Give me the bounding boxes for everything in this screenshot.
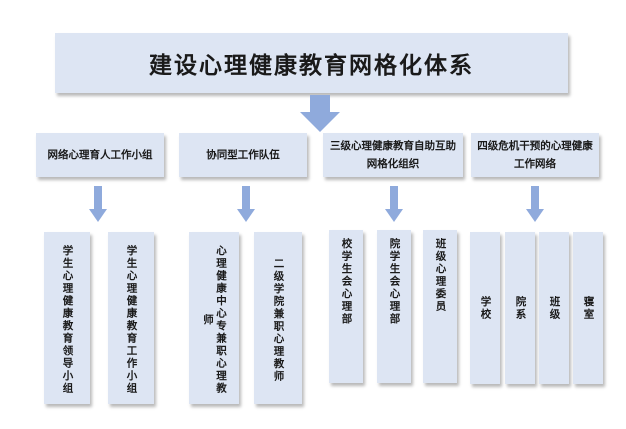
leaf-label-4-3: 班级 <box>548 295 561 321</box>
leaf-label-4-2: 院系 <box>514 295 527 321</box>
leaf-box-2-1: 心理健康中心专兼职心理教师 <box>189 232 239 404</box>
leaf-box-1-1: 学生心理健康教育领导小组 <box>44 232 90 404</box>
leaf-label-3-2: 院学生会心理部 <box>388 238 401 326</box>
leaf-box-3-1: 校学生会心理部 <box>329 230 363 383</box>
category-label-1: 网络心理育人工作小组 <box>47 149 153 161</box>
leaf-box-3-3: 班级心理委员 <box>423 230 457 383</box>
category-arrow-1 <box>89 186 107 222</box>
leaf-box-4-2: 院系 <box>505 232 535 384</box>
leaf-label-2-2: 二级学院兼职心理教师 <box>272 257 285 383</box>
leaf-label-3-1: 校学生会心理部 <box>340 238 353 326</box>
leaf-label-3-3: 班级心理委员 <box>434 238 447 313</box>
category-arrow-3 <box>385 186 403 222</box>
category-box-1: 网络心理育人工作小组 <box>36 133 164 177</box>
leaf-label-4-1: 学校 <box>479 295 492 321</box>
diagram-title-box: 建设心理健康教育网格化体系 <box>55 33 568 93</box>
leaf-label-1-2: 学生心理健康教育工作小组 <box>125 245 138 395</box>
category-arrow-4 <box>526 186 544 222</box>
category-box-3: 三级心理健康教育自助互助网格化组织 <box>323 133 463 177</box>
main-down-arrow <box>300 95 340 135</box>
leaf-label-2-1: 心理健康中心专兼职心理教师 <box>202 245 227 395</box>
category-label-3: 三级心理健康教育自助互助网格化组织 <box>330 140 456 170</box>
category-arrow-2 <box>237 186 255 222</box>
leaf-box-2-2: 二级学院兼职心理教师 <box>254 232 302 404</box>
leaf-label-4-4: 寝室 <box>582 295 595 321</box>
leaf-box-4-1: 学校 <box>470 232 500 384</box>
leaf-box-4-3: 班级 <box>539 232 569 384</box>
category-label-2: 协同型工作队伍 <box>206 149 280 161</box>
category-box-4: 四级危机干预的心理健康工作网络 <box>471 133 599 177</box>
category-box-2: 协同型工作队伍 <box>179 133 307 177</box>
leaf-label-1-1: 学生心理健康教育领导小组 <box>61 245 74 395</box>
diagram-title: 建设心理健康教育网格化体系 <box>149 52 474 79</box>
leaf-box-3-2: 院学生会心理部 <box>377 230 411 383</box>
leaf-box-4-4: 寝室 <box>573 232 603 384</box>
leaf-box-1-2: 学生心理健康教育工作小组 <box>108 232 154 404</box>
category-label-4: 四级危机干预的心理健康工作网络 <box>477 140 593 170</box>
